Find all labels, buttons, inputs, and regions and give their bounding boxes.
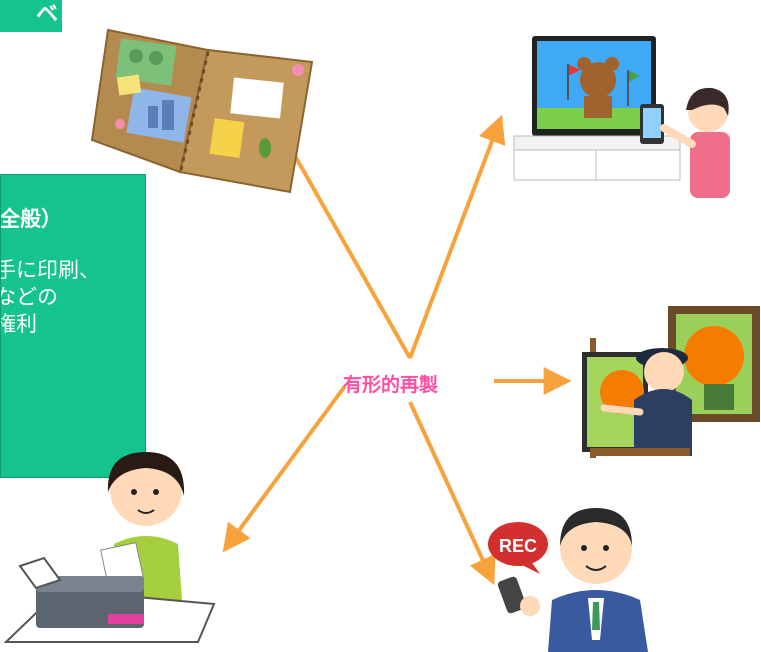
top-tag-text: ベ [36, 2, 59, 27]
info-panel: 全般） 手に印刷、 などの 権利 [0, 174, 146, 478]
painter-illustration [582, 306, 760, 458]
tv-broadcast-illustration [513, 36, 730, 198]
person-with-printer-illustration [3, 452, 216, 643]
office-worker-recording-illustration: REC [488, 508, 648, 652]
top-green-tag: ベ [0, 0, 62, 32]
arrow-to-recorder [408, 401, 496, 586]
arrow-to-tv [408, 114, 506, 359]
center-label: 有形的再製 [343, 374, 439, 396]
scrapbook-album-illustration [90, 28, 314, 194]
arrow-to-printer [222, 384, 347, 553]
panel-lines: 手に印刷、 などの 権利 [0, 257, 100, 338]
svg-text:REC: REC [499, 536, 537, 556]
panel-title: 全般） [0, 207, 62, 231]
panel-line: 権利 [1, 312, 37, 336]
panel-line: 手に印刷、 [0, 258, 100, 282]
panel-line: などの [0, 285, 58, 309]
